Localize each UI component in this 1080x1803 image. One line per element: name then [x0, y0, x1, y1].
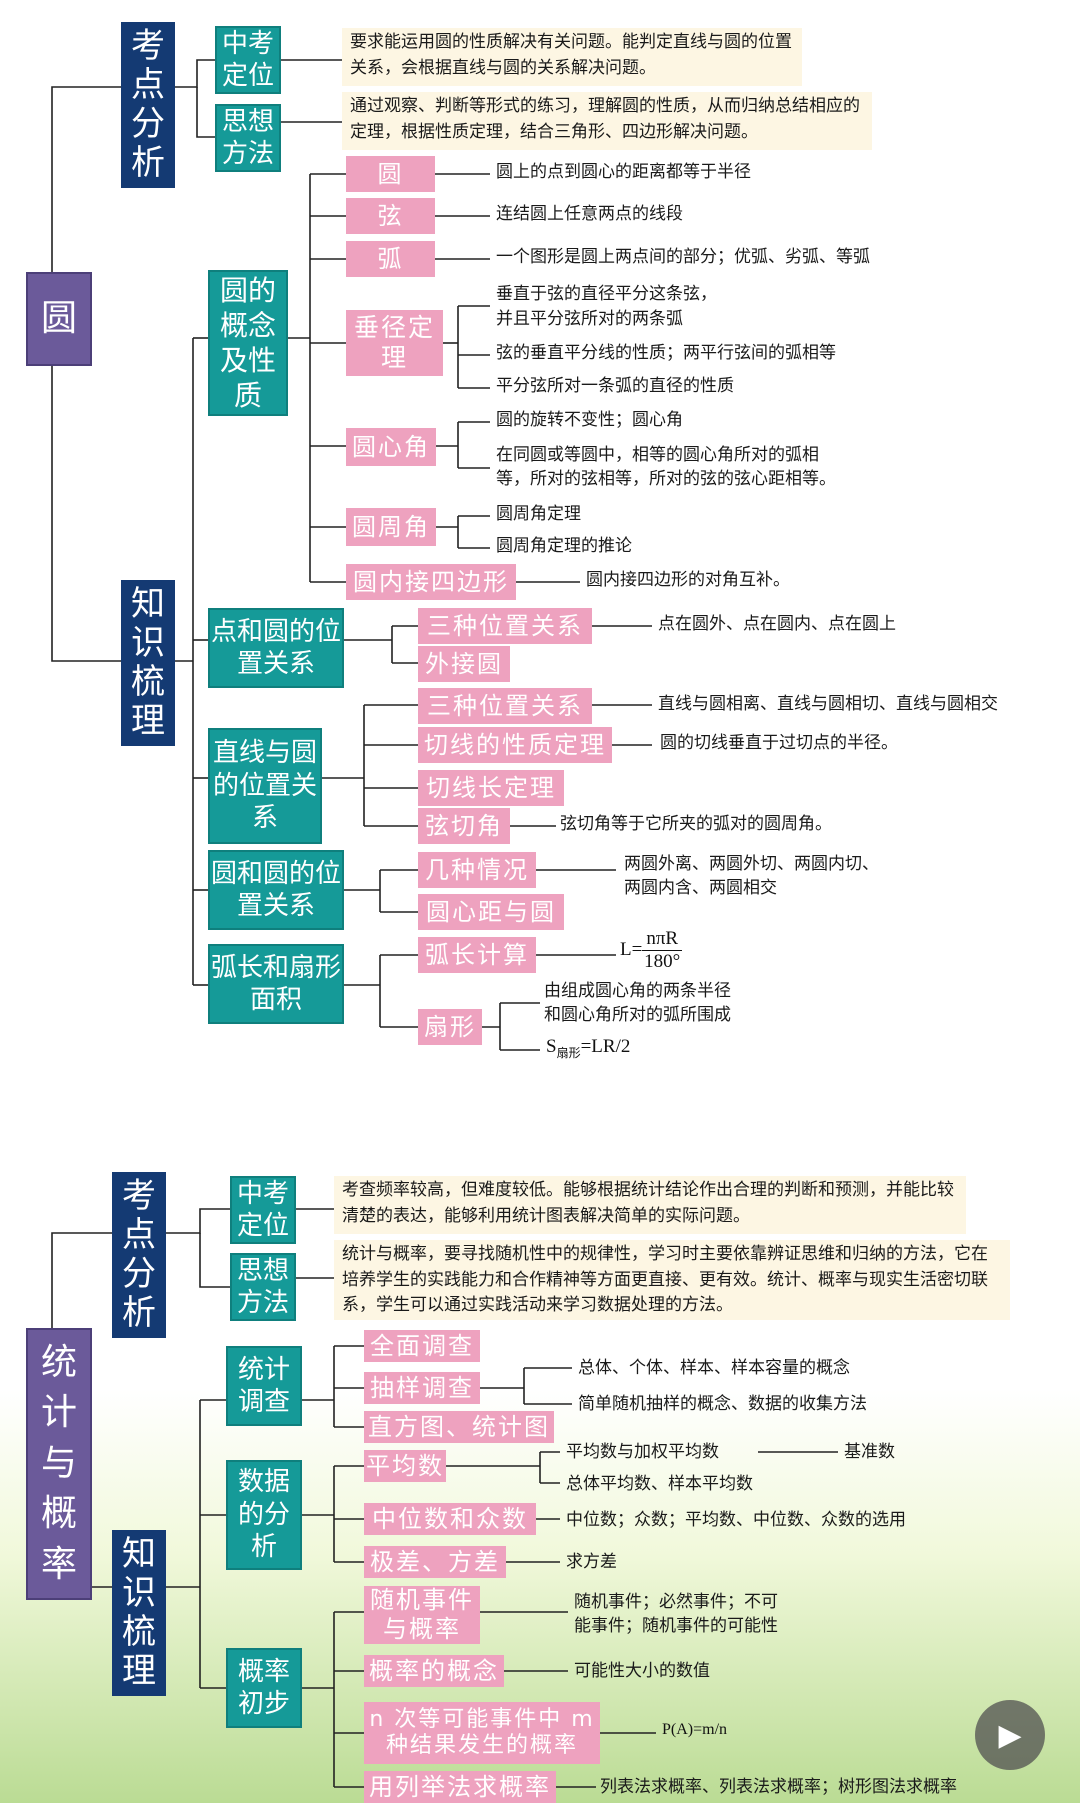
hc-sx-formula-rhs: =LR/2: [580, 1036, 631, 1057]
zx-xianqiejiao-def: 弦切角等于它所夹的弧对的圆周角。: [560, 814, 832, 834]
stat-sixiang-note: 统计与概率，要寻找随机性中的规律性，学习时主要依靠辨证思维和归纳的方法，它在培养…: [334, 1240, 1010, 1320]
jicha: 极差、方差: [364, 1546, 506, 1578]
stat-sixiang: 思想方法: [230, 1253, 296, 1321]
zx-qiexian: 切线的性质定理: [418, 727, 612, 763]
stat-zhishi-shuli: 知识梳理: [112, 1530, 166, 1696]
zx-sanzhong-def: 直线与圆相离、直线与圆相切、直线与圆相交: [658, 694, 998, 714]
zx-sanzhong: 三种位置关系: [418, 688, 592, 724]
hc-sx-b: 和圆心角所对的弧所围成: [544, 1005, 731, 1025]
hc-sx-formula: S扇形=LR/2: [546, 1036, 630, 1061]
neijie-def: 圆内接四边形的对角互补。: [586, 570, 790, 590]
yy-jizhong: 几种情况: [418, 852, 536, 888]
ls2: [199, 1233, 230, 1288]
stat-kaodian-fenxi: 考点分析: [112, 1172, 166, 1338]
node-chuijing: 垂径定理: [346, 310, 443, 376]
node-neijie: 圆内接四边形: [346, 564, 516, 600]
dy-sanzhong-def: 点在圆外、点在圆内、点在圆上: [658, 614, 896, 634]
yzj-2: 圆周角定理的推论: [496, 536, 632, 556]
jc-def: 求方差: [566, 1552, 617, 1572]
nci-formula: P(A)=m/n: [662, 1721, 728, 1738]
gn-def: 可能性大小的数值: [574, 1661, 710, 1681]
pj-1: 平均数与加权平均数: [566, 1442, 719, 1462]
zw-def: 中位数；众数；平均数、中位数、众数的选用: [566, 1510, 906, 1530]
sj-a: 随机事件；必然事件；不可: [574, 1592, 778, 1612]
gainian-xingzhi: 圆的概念及性质: [208, 270, 288, 416]
hc-formula-lhs: L=: [620, 938, 643, 960]
yxj-2a: 在同圆或等圆中，相等的圆心角所对的弧相: [496, 445, 819, 465]
chuijing-1b: 并且平分弦所对的两条弧: [496, 309, 683, 329]
suiji: 随机事件与概率: [364, 1586, 480, 1644]
hc-jisuan: 弧长计算: [418, 937, 536, 973]
zhongwei: 中位数和众数: [364, 1503, 536, 1535]
yy-jizhong-b: 两圆内含、两圆相交: [624, 878, 777, 898]
play-icon[interactable]: ▶: [975, 1700, 1045, 1770]
chuijing-2: 弦的垂直平分线的性质；两平行弦间的弧相等: [496, 343, 836, 363]
huchang-shanxing: 弧长和扇形面积: [208, 944, 344, 1024]
hc-formula-num: nπR: [642, 928, 683, 951]
zx-qiexian-def: 圆的切线垂直于过切点的半径。: [660, 733, 898, 753]
xian-def: 连结圆上任意两点的线段: [496, 204, 683, 224]
quanmian: 全面调查: [364, 1330, 480, 1362]
yuanyuan-guanxi: 圆和圆的位置关系: [208, 850, 344, 930]
sixiang-note: 通过观察、判断等形式的练习，理解圆的性质，从而归纳总结相应的定理，根据性质定理，…: [342, 92, 872, 150]
line-kd-zk: [175, 59, 215, 88]
hc-sx-a: 由组成圆心角的两条半径: [544, 981, 731, 1001]
yy-yuanxinju: 圆心距与圆: [418, 894, 564, 930]
stat-zhongkao-note: 考查频率较高，但难度较低。能够根据统计结论作出合理的判断和预测，并能比较清楚的表…: [334, 1176, 966, 1234]
node-hu: 弧: [346, 241, 435, 277]
dianyuan-guanxi: 点和圆的位置关系: [208, 608, 344, 688]
node-yuanzhoujiao: 圆周角: [346, 508, 436, 546]
dy-waijie: 外接圆: [418, 646, 510, 682]
line-kd-sx: [196, 87, 215, 138]
hc-formula-den: 180°: [644, 951, 681, 972]
liejv: 用列举法求概率: [364, 1771, 556, 1803]
hu-def: 一个图形是圆上两点间的部分；优弧、劣弧、等弧: [496, 247, 870, 267]
zhishi-shuli: 知识梳理: [121, 580, 175, 746]
gailv-chubu: 概率初步: [226, 1648, 302, 1728]
cy-1: 总体、个体、样本、样本容量的概念: [578, 1358, 850, 1378]
lj-def: 列表法求概率、列表法求概率；树形图法求概率: [600, 1777, 957, 1797]
root-statistics: 统计与概率: [26, 1328, 92, 1600]
ls1: [166, 1208, 230, 1234]
zx-qiexianchang: 切线长定理: [418, 770, 564, 806]
pj-1b: 基准数: [844, 1442, 895, 1462]
zhifang: 直方图、统计图: [364, 1411, 554, 1443]
zhongkao-dingwei: 中考定位: [215, 26, 281, 94]
shuju-fenxi: 数据的分析: [226, 1460, 302, 1570]
cy-2: 简单随机抽样的概念、数据的收集方法: [578, 1394, 867, 1414]
hc-sx-formula-s: S: [546, 1036, 557, 1057]
line-root-zhishi: [51, 318, 121, 662]
yy-jizhong-a: 两圆外离、两圆外切、两圆内切、: [624, 854, 879, 874]
yxj-2b: 等，所对的弦相等，所对的弦的弦心距相等。: [496, 469, 836, 489]
gailv-gainian: 概率的概念: [364, 1655, 504, 1687]
sixiang-fangfa: 思想方法: [215, 104, 281, 172]
sj-b: 能事件；随机事件的可能性: [574, 1616, 778, 1636]
yxj-1: 圆的旋转不变性；圆心角: [496, 410, 683, 430]
line-root-kaodian: [51, 86, 121, 318]
hc-shanxing: 扇形: [418, 1009, 482, 1045]
zhixian-guanxi: 直线与圆的位置关系: [208, 728, 322, 844]
pj-2: 总体平均数、样本平均数: [566, 1474, 753, 1494]
node-yuanxinjiao: 圆心角: [346, 428, 436, 466]
stat-zhongkao: 中考定位: [230, 1176, 296, 1244]
yzj-1: 圆周角定理: [496, 504, 581, 524]
zhongkao-note: 要求能运用圆的性质解决有关问题。能判定直线与圆的位置关系，会根据直线与圆的关系解…: [342, 28, 802, 86]
root-circle: 圆: [26, 272, 92, 366]
chuijing-3: 平分弦所对一条弧的直径的性质: [496, 376, 734, 396]
nci: n 次等可能事件中 m 种结果发生的概率: [364, 1702, 600, 1764]
node-xian: 弦: [346, 198, 435, 234]
node-yuan: 圆: [346, 156, 435, 192]
tongji-diaocha: 统计调查: [226, 1346, 302, 1426]
yuan-def: 圆上的点到圆心的距离都等于半径: [496, 162, 751, 182]
kaodian-fenxi: 考点分析: [121, 22, 175, 188]
zx-xianqiejiao: 弦切角: [418, 808, 510, 844]
hc-sx-formula-sub: 扇形: [556, 1045, 581, 1060]
dy-sanzhong: 三种位置关系: [418, 608, 592, 644]
chuijing-1a: 垂直于弦的直径平分这条弦，: [496, 284, 717, 304]
pingjun: 平均数: [364, 1450, 446, 1482]
chouyang: 抽样调查: [364, 1372, 480, 1404]
